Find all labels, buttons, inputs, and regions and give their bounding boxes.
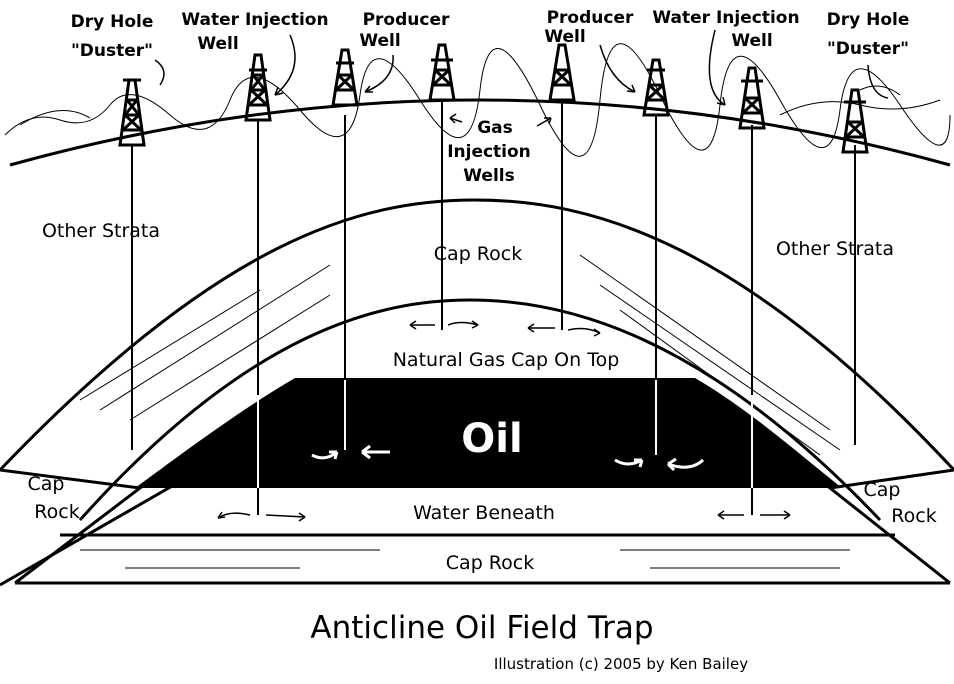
label-producer-left-1: Producer	[363, 10, 450, 30]
cap-rock-left-edge	[0, 468, 144, 585]
label-cap-rock-right-1: Cap	[864, 479, 901, 501]
label-pointer-arrows	[154, 29, 889, 127]
water-zone	[60, 488, 895, 530]
ground-surface	[9, 98, 951, 167]
label-other-strata-left: Other Strata	[42, 220, 160, 242]
derrick-gas-right	[548, 43, 576, 102]
label-dry-hole-right-1: Dry Hole	[827, 10, 910, 30]
label-gas-cap: Natural Gas Cap On Top	[393, 349, 620, 371]
derrick-water-left	[244, 53, 272, 122]
label-oil: Oil	[461, 416, 522, 462]
label-gas-injection-1: Gas	[477, 118, 513, 138]
label-cap-rock-top: Cap Rock	[434, 243, 522, 265]
derrick-water-right	[738, 66, 766, 130]
cap-rock-band-top	[0, 468, 760, 587]
diagram-title: Anticline Oil Field Trap	[310, 610, 653, 646]
label-water-injection-right-1: Water Injection	[652, 8, 799, 28]
label-dry-hole-left-2: "Duster"	[71, 41, 153, 61]
oil-zone	[135, 378, 842, 488]
label-producer-right-2: Well	[544, 27, 585, 47]
oil-flow-arrows	[311, 444, 705, 472]
label-water: Water Beneath	[413, 502, 555, 524]
diagram-credit: Illustration (c) 2005 by Ken Bailey	[494, 655, 748, 673]
strata-hatching	[79, 254, 850, 569]
label-dry-hole-right-2: "Duster"	[827, 39, 909, 59]
label-water-injection-right-2: Well	[731, 31, 772, 51]
label-dry-hole-left-1: Dry Hole	[71, 12, 154, 32]
derricks	[118, 43, 869, 154]
derrick-gas-left	[428, 43, 456, 102]
label-water-injection-left-1: Water Injection	[181, 10, 328, 30]
cap-rock-upper-arch	[0, 198, 954, 472]
label-gas-injection-2: Injection	[447, 142, 531, 162]
derrick-producer-right	[642, 58, 670, 117]
label-water-injection-left-2: Well	[197, 34, 238, 54]
label-cap-rock-right-2: Rock	[891, 505, 936, 527]
label-producer-right-1: Producer	[547, 8, 634, 28]
well-pipes	[131, 100, 856, 515]
label-gas-injection-3: Wells	[463, 166, 514, 186]
label-cap-rock-left-2: Rock	[34, 501, 79, 523]
label-other-strata-right: Other Strata	[776, 238, 894, 260]
label-cap-rock-left-1: Cap	[28, 473, 65, 495]
flow-arrows	[217, 320, 791, 522]
derrick-producer-left	[331, 48, 359, 107]
label-cap-rock-bottom: Cap Rock	[446, 552, 534, 574]
derrick-dry-left	[118, 78, 146, 147]
derrick-dry-right	[841, 88, 869, 154]
cap-rock-right-edge	[826, 468, 954, 585]
label-producer-left-2: Well	[359, 31, 400, 51]
